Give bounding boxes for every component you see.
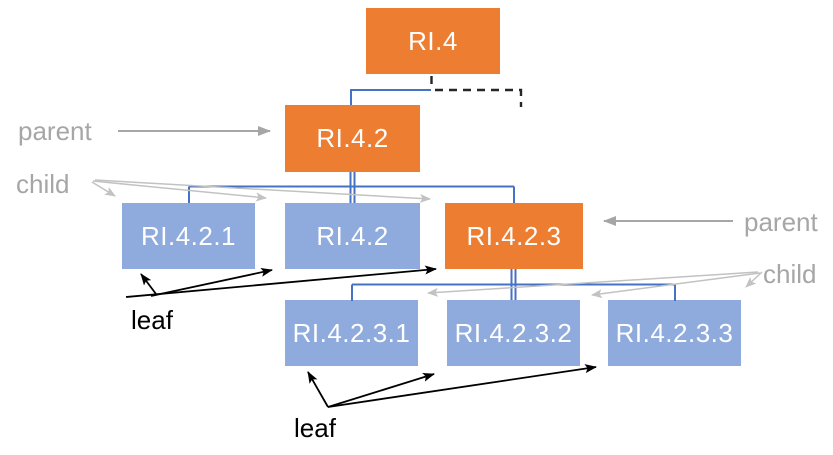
leaf-arrows-left <box>125 265 437 298</box>
annotation-parent-right: parent <box>744 207 818 237</box>
connector-hidden-sibling-dashed <box>430 76 523 107</box>
node-ri-4: RI.4 <box>366 8 500 74</box>
node-ri-4-2-3: RI.4.2.3 <box>445 203 583 269</box>
node-ri-4-2-middle: RI.4.2 <box>285 203 420 269</box>
annotation-child-right: child <box>763 259 817 289</box>
child-arrows-right <box>427 271 763 299</box>
annotation-parent-left: parent <box>18 116 92 146</box>
child-arrows-left <box>91 179 431 203</box>
node-ri-4-2: RI.4.2 <box>285 105 420 172</box>
connector-ri42-children <box>188 172 515 203</box>
node-ri-4-2-1: RI.4.2.1 <box>122 203 255 269</box>
annotation-child-left: child <box>16 169 70 199</box>
connector-ri4-to-ri42 <box>350 89 431 105</box>
connector-ri423-children <box>351 269 676 301</box>
annotation-leaf-bottom: leaf <box>294 413 336 443</box>
annotation-leaf-left: leaf <box>131 305 173 335</box>
node-ri-4-2-3-1: RI.4.2.3.1 <box>285 300 418 366</box>
node-ri-4-2-3-2: RI.4.2.3.2 <box>447 300 580 366</box>
leaf-arrows-bottom <box>307 364 597 408</box>
node-ri-4-2-3-3: RI.4.2.3.3 <box>608 300 741 366</box>
